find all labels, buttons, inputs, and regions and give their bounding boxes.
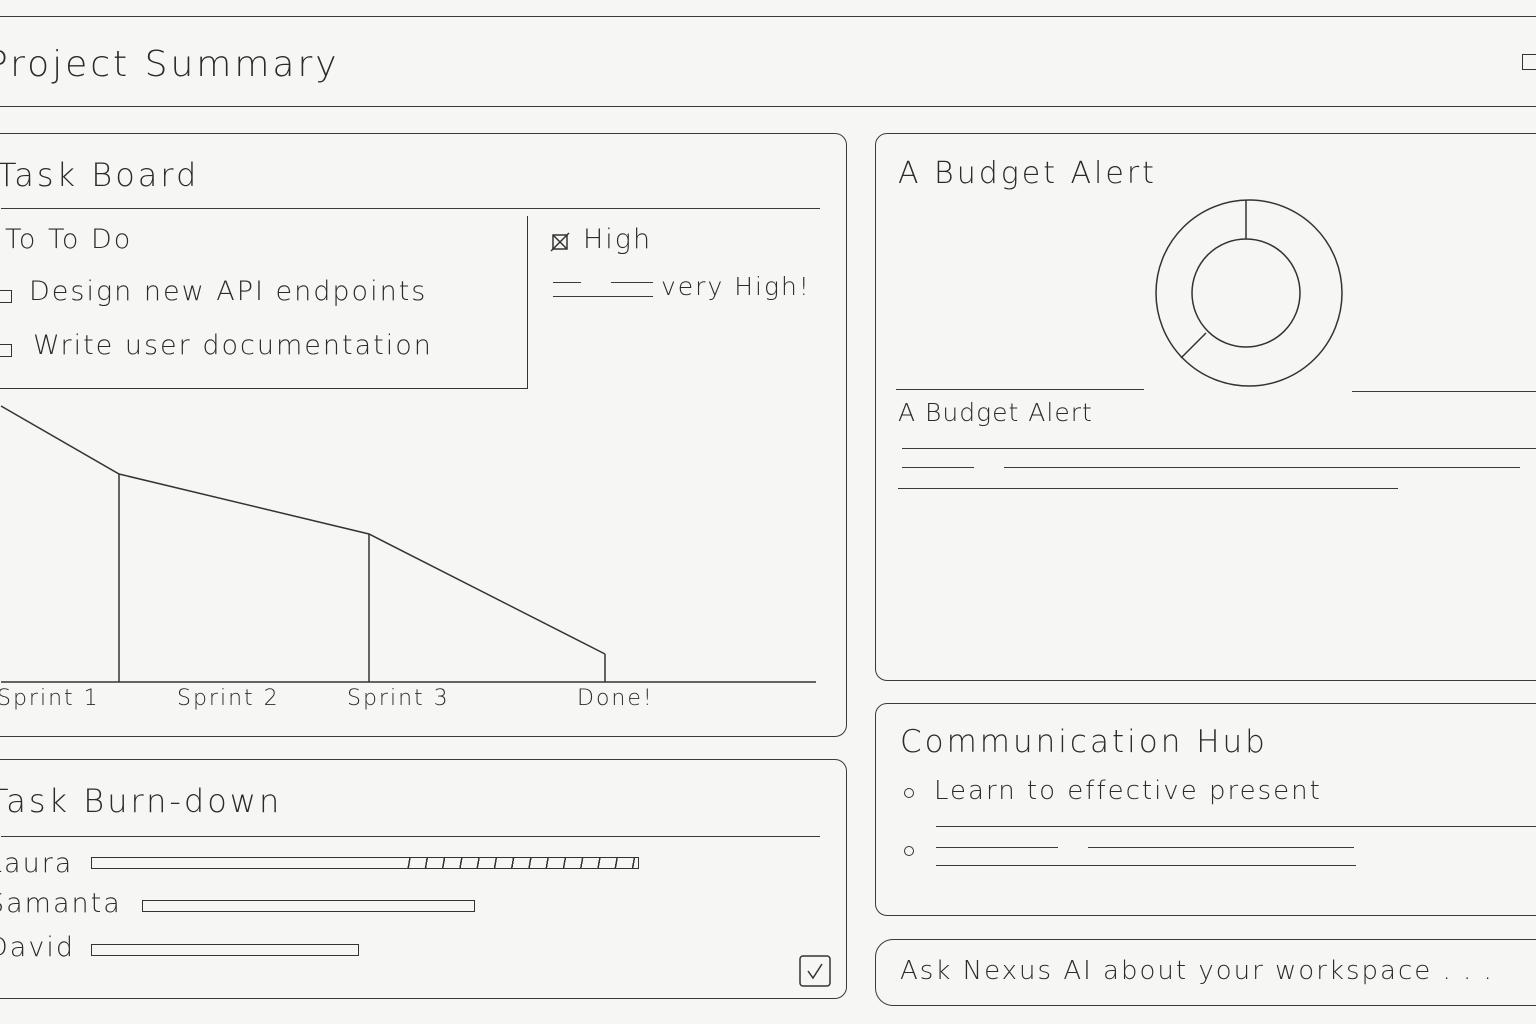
priority-very-high-label: very High!	[661, 272, 811, 301]
burndown-rule	[1, 836, 820, 837]
ask-ai-input[interactable]: Ask Nexus AI about your workspace . . .	[875, 939, 1536, 1006]
text-placeholder-line	[936, 826, 1536, 827]
progress-bar	[91, 944, 359, 956]
communication-title: Communication Hub	[900, 724, 1268, 760]
window-control-icon[interactable]	[1522, 54, 1536, 70]
todo-box: To To Do Design new API endpoints Write …	[0, 216, 528, 389]
checkmark-box-icon[interactable]	[799, 955, 833, 989]
budget-title: A Budget Alert	[898, 156, 1157, 191]
todo-item[interactable]: Write user documentation	[0, 330, 509, 366]
donut-chart	[1155, 199, 1343, 387]
text-placeholder-line	[898, 488, 1398, 489]
page-title: Project Summary	[0, 44, 340, 85]
todo-item-label: Design new API endpoints	[29, 276, 428, 307]
text-placeholder-line	[902, 448, 1536, 449]
x-tick-label: Done!	[577, 686, 654, 711]
crossed-box-icon	[550, 232, 570, 252]
assignee-name: David	[0, 932, 75, 963]
text-placeholder-line	[1088, 847, 1354, 848]
checkbox-icon[interactable]	[0, 344, 12, 357]
bullet-icon	[904, 846, 914, 856]
ask-ai-placeholder[interactable]: Ask Nexus AI about your workspace . . .	[900, 956, 1494, 986]
task-board-panel: Task Board To To Do Design new API endpo…	[0, 133, 847, 737]
text-placeholder-line	[902, 467, 974, 468]
assignee-name: Samanta	[0, 888, 122, 919]
budget-panel: A Budget Alert A Budget Alert	[875, 133, 1536, 681]
x-tick-label: Sprint 2	[177, 686, 280, 711]
task-board-title: Task Board	[0, 156, 200, 194]
legend-dash	[553, 296, 653, 297]
x-tick-label: Sprint 3	[347, 686, 450, 711]
text-placeholder-line	[1004, 467, 1520, 468]
message-item[interactable]: Learn to effective present	[934, 776, 1322, 806]
legend-dash	[611, 282, 653, 283]
x-tick-label: Sprint 1	[0, 686, 100, 711]
series-line	[0, 405, 606, 655]
task-board-rule	[1, 208, 820, 209]
progress-bar	[91, 857, 639, 869]
todo-title: To To Do	[5, 224, 133, 255]
checkbox-icon[interactable]	[0, 290, 12, 303]
todo-item[interactable]: Design new API endpoints	[0, 276, 509, 312]
budget-subtitle: A Budget Alert	[898, 398, 1093, 427]
burndown-title: Task Burn-down	[0, 782, 283, 820]
budget-divider	[896, 389, 1144, 390]
progress-bar-fill	[396, 858, 638, 868]
budget-divider	[1352, 391, 1536, 392]
top-rule	[0, 16, 1536, 17]
header-rule	[0, 106, 1536, 107]
sprint-line-chart	[0, 405, 816, 683]
text-placeholder-line	[936, 847, 1058, 848]
legend-dash	[553, 282, 581, 283]
priority-high-label: High	[583, 224, 653, 255]
communication-panel: Communication Hub Learn to effective pre…	[875, 703, 1536, 916]
burndown-panel: Task Burn-down Laura Samanta David	[0, 759, 847, 999]
todo-item-label: Write user documentation	[33, 330, 433, 361]
bullet-icon	[904, 788, 914, 798]
assignee-name: Laura	[0, 848, 74, 879]
text-placeholder-line	[936, 865, 1356, 866]
progress-bar	[142, 900, 475, 912]
